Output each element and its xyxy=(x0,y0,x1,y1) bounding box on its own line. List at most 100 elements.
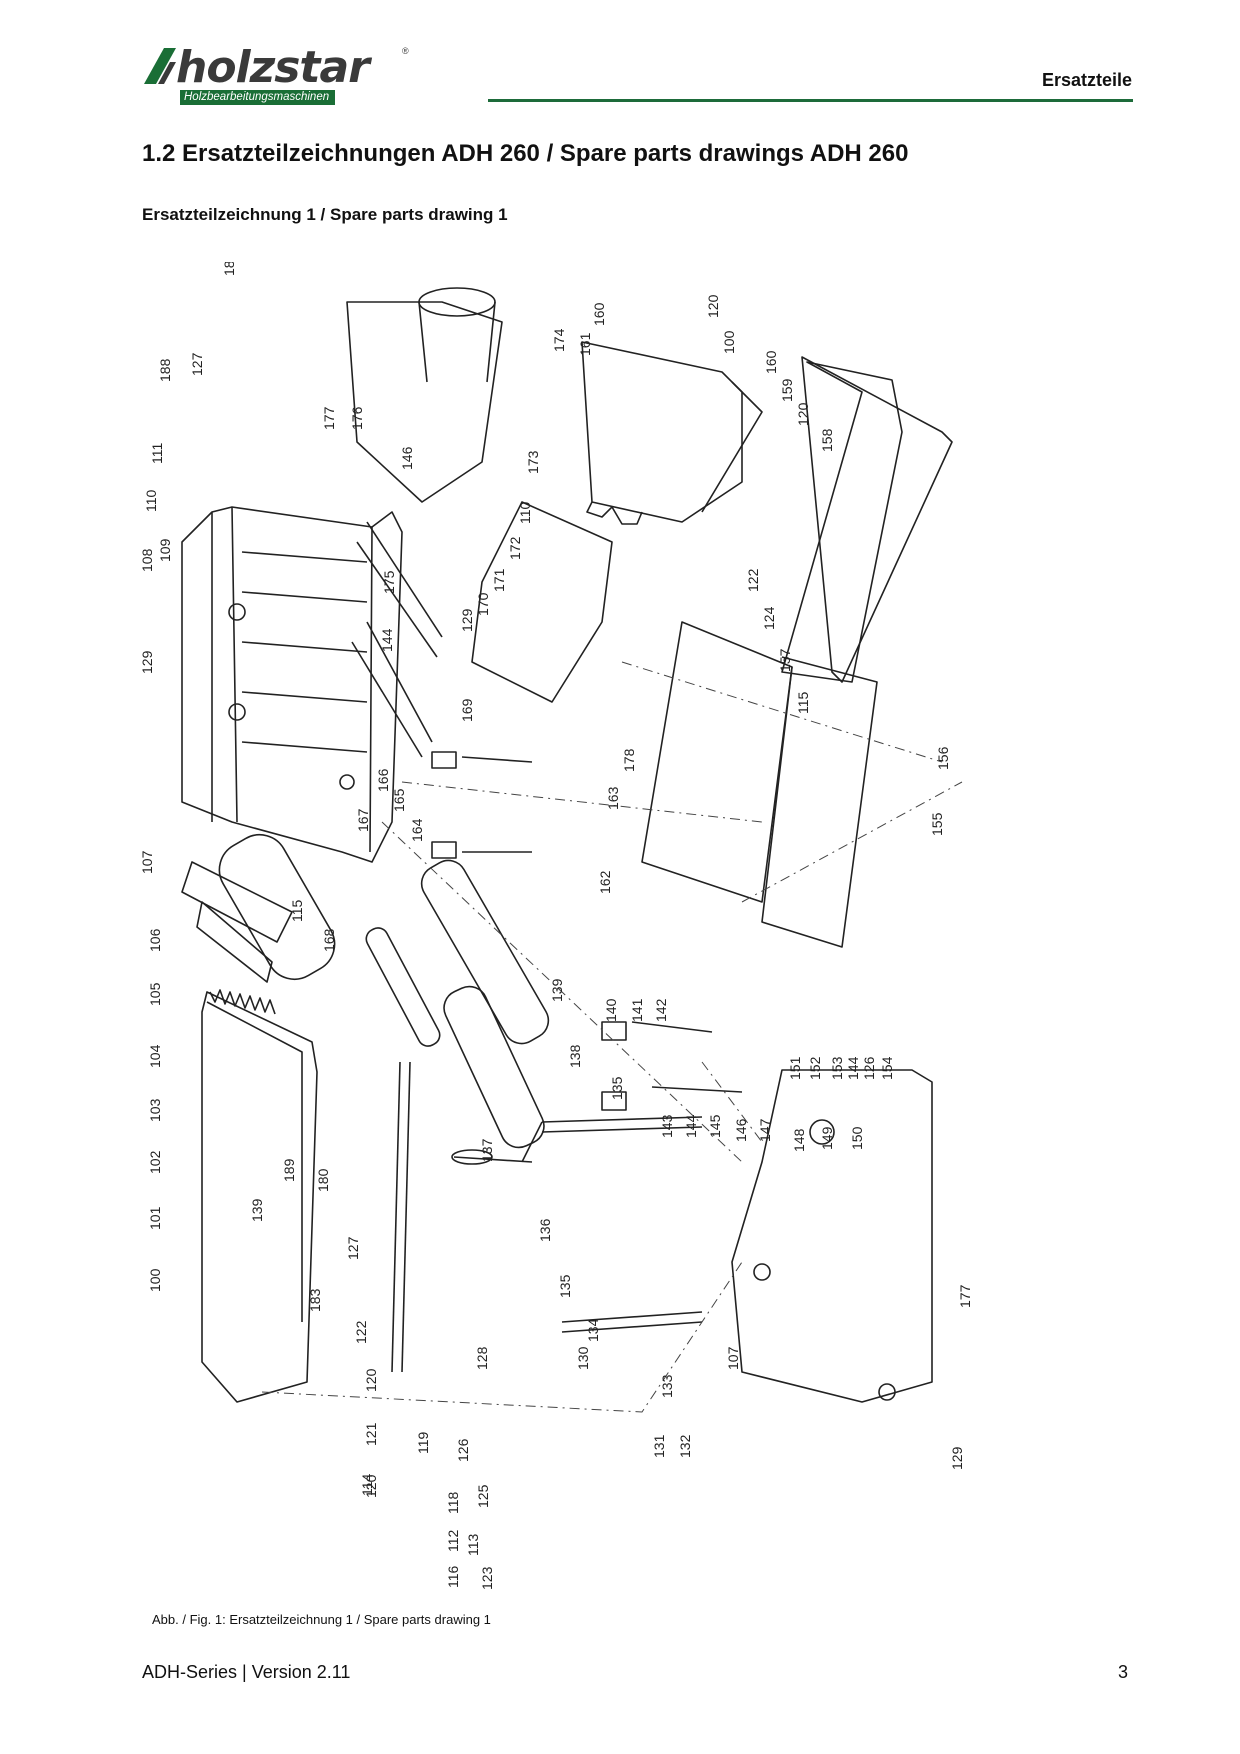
svg-text:134: 134 xyxy=(585,1318,601,1342)
svg-text:162: 162 xyxy=(597,870,613,894)
footer-version: ADH-Series | Version 2.11 xyxy=(142,1662,351,1682)
logo-subtitle: Holzbearbeitungsmaschinen xyxy=(180,90,336,105)
svg-text:136: 136 xyxy=(537,1218,553,1242)
svg-text:120: 120 xyxy=(363,1474,379,1498)
svg-text:146: 146 xyxy=(733,1118,749,1142)
svg-text:148: 148 xyxy=(791,1128,807,1152)
svg-text:176: 176 xyxy=(349,406,365,430)
svg-text:139: 139 xyxy=(249,1198,265,1222)
svg-text:122: 122 xyxy=(745,568,761,592)
svg-text:129: 129 xyxy=(459,608,475,632)
svg-text:161: 161 xyxy=(577,332,593,356)
svg-text:103: 103 xyxy=(147,1098,163,1122)
svg-text:167: 167 xyxy=(355,808,371,832)
svg-text:101: 101 xyxy=(147,1206,163,1230)
svg-text:177: 177 xyxy=(957,1284,973,1308)
svg-text:163: 163 xyxy=(605,786,621,810)
svg-text:144: 144 xyxy=(683,1114,699,1138)
svg-text:124: 124 xyxy=(761,606,777,630)
svg-text:123: 123 xyxy=(479,1566,495,1590)
svg-text:154: 154 xyxy=(879,1056,895,1080)
svg-text:119: 119 xyxy=(415,1431,431,1454)
svg-text:180: 180 xyxy=(221,262,237,276)
svg-text:144: 144 xyxy=(379,628,395,652)
logo-wordmark: holzstar xyxy=(176,42,370,93)
svg-text:125: 125 xyxy=(475,1484,491,1508)
svg-text:126: 126 xyxy=(861,1056,877,1080)
svg-text:120: 120 xyxy=(705,294,721,318)
svg-text:147: 147 xyxy=(757,1118,773,1142)
svg-text:100: 100 xyxy=(721,330,737,354)
svg-text:172: 172 xyxy=(507,536,523,560)
svg-text:171: 171 xyxy=(491,568,507,592)
svg-text:126: 126 xyxy=(455,1438,471,1462)
svg-text:170: 170 xyxy=(475,592,491,616)
logo-registered-mark: ® xyxy=(402,46,409,56)
svg-text:135: 135 xyxy=(557,1274,573,1298)
svg-text:164: 164 xyxy=(409,818,425,842)
svg-text:152: 152 xyxy=(807,1056,823,1080)
svg-text:156: 156 xyxy=(935,746,951,770)
svg-text:107: 107 xyxy=(142,850,155,874)
holzstar-logo: holzstar ® Holzbearbeitungsmaschinen xyxy=(140,44,410,108)
svg-text:145: 145 xyxy=(707,1114,723,1138)
svg-text:168: 168 xyxy=(321,928,337,952)
svg-text:166: 166 xyxy=(375,768,391,792)
svg-text:109: 109 xyxy=(157,538,173,562)
svg-text:127: 127 xyxy=(345,1236,361,1260)
svg-text:155: 155 xyxy=(929,812,945,836)
svg-text:142: 142 xyxy=(653,998,669,1022)
svg-text:114: 114 xyxy=(359,1473,375,1496)
svg-text:133: 133 xyxy=(659,1374,675,1398)
svg-text:110: 110 xyxy=(143,489,159,512)
svg-text:188: 188 xyxy=(157,358,173,382)
page-number: 3 xyxy=(1117,1662,1128,1682)
svg-text:141: 141 xyxy=(629,998,645,1022)
svg-text:160: 160 xyxy=(591,302,607,326)
exploded-view-drawing: 180 188 127 111 110 108 109 129 107 106 … xyxy=(142,262,973,1590)
svg-text:178: 178 xyxy=(621,748,637,772)
svg-text:135: 135 xyxy=(609,1076,625,1100)
svg-text:115: 115 xyxy=(795,691,811,714)
svg-text:115: 115 xyxy=(289,899,305,922)
svg-text:165: 165 xyxy=(391,788,407,812)
svg-text:111: 111 xyxy=(149,443,165,464)
drawing-subtitle: Ersatzteilzeichnung 1 / Spare parts draw… xyxy=(142,205,508,224)
svg-text:102: 102 xyxy=(147,1150,163,1174)
figure-caption: Abb. / Fig. 1: Ersatzteilzeichnung 1 / S… xyxy=(152,1612,491,1627)
svg-text:107: 107 xyxy=(725,1346,741,1370)
svg-text:120: 120 xyxy=(795,402,811,426)
svg-text:118: 118 xyxy=(445,1491,461,1514)
svg-text:128: 128 xyxy=(474,1346,490,1370)
svg-text:140: 140 xyxy=(603,998,619,1022)
header-divider xyxy=(488,99,1133,102)
svg-text:108: 108 xyxy=(142,548,155,572)
svg-text:121: 121 xyxy=(363,1422,379,1446)
svg-text:180: 180 xyxy=(315,1168,331,1192)
svg-text:175: 175 xyxy=(381,570,397,594)
spare-parts-drawing: 180 188 127 111 110 108 109 129 107 106 … xyxy=(142,262,1092,1598)
svg-text:146: 146 xyxy=(399,446,415,470)
svg-text:120: 120 xyxy=(363,1368,379,1392)
section-label: Ersatzteile xyxy=(1041,70,1132,90)
svg-text:112: 112 xyxy=(445,1529,461,1552)
svg-text:153: 153 xyxy=(829,1056,845,1080)
svg-text:106: 106 xyxy=(147,928,163,952)
svg-text:116: 116 xyxy=(445,1565,461,1588)
svg-text:129: 129 xyxy=(142,650,155,674)
logo-mark-icon xyxy=(144,48,176,84)
svg-text:177: 177 xyxy=(321,406,337,430)
svg-text:173: 173 xyxy=(525,450,541,474)
svg-text:122: 122 xyxy=(353,1320,369,1344)
svg-text:105: 105 xyxy=(147,982,163,1006)
svg-text:144: 144 xyxy=(845,1056,861,1080)
svg-text:132: 132 xyxy=(677,1434,693,1458)
svg-text:169: 169 xyxy=(459,698,475,722)
svg-text:113: 113 xyxy=(465,1533,481,1556)
part-number-labels: 180 188 127 111 110 108 109 129 107 106 … xyxy=(142,262,973,1590)
svg-text:189: 189 xyxy=(281,1158,297,1182)
svg-text:149: 149 xyxy=(819,1126,835,1150)
svg-text:138: 138 xyxy=(567,1044,583,1068)
svg-text:151: 151 xyxy=(787,1056,803,1080)
svg-text:100: 100 xyxy=(147,1268,163,1292)
